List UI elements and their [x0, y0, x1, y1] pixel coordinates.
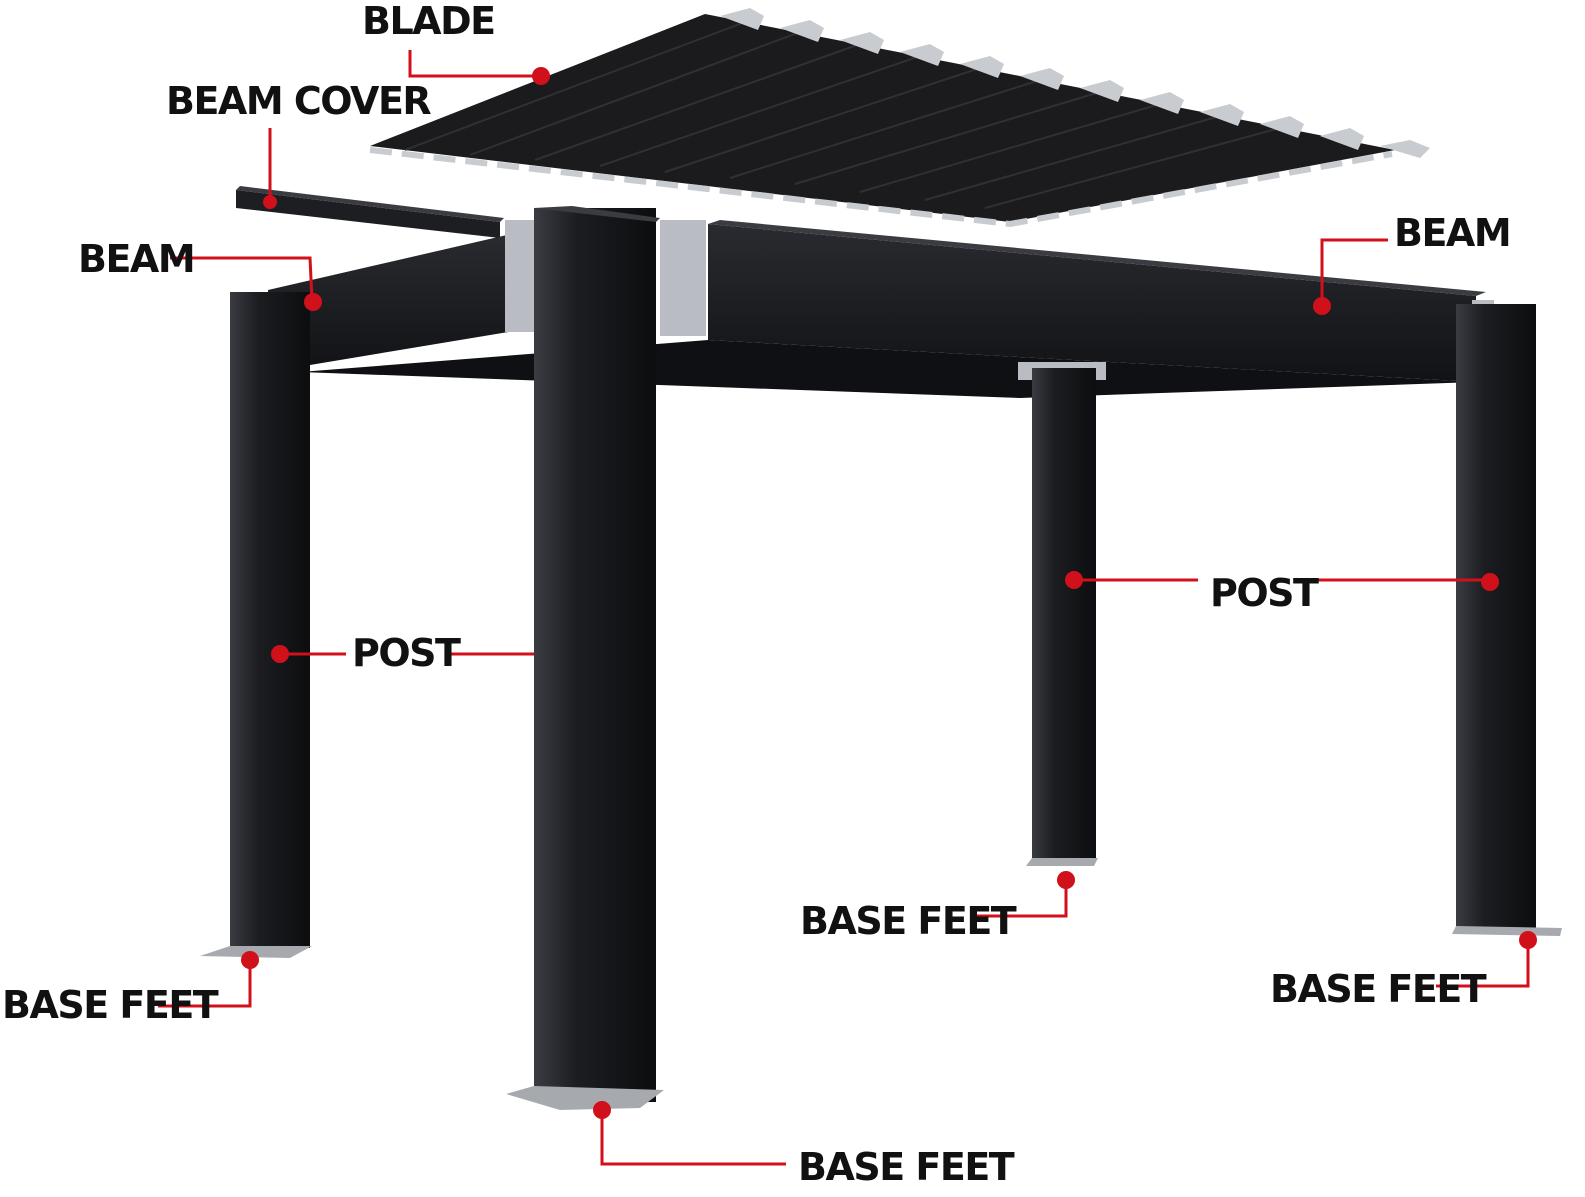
red-dot-icon: [1065, 571, 1083, 589]
beam-brackets: [252, 220, 1494, 380]
leader-beam-left: [170, 256, 314, 301]
label-blade: BLADE: [362, 0, 495, 43]
leader-lines: [158, 50, 1530, 1166]
red-dot-icon: [271, 645, 289, 663]
leader-beam-right: [1320, 238, 1388, 304]
label-beam-cover: BEAM COVER: [166, 79, 431, 123]
red-dot-icon: [263, 195, 277, 209]
beam-cover: [236, 186, 504, 238]
base-plate-front: [506, 1086, 664, 1110]
label-post-right: POST: [1210, 571, 1319, 615]
leader-base-right: [1436, 940, 1530, 988]
blade-assembly: [369, 8, 1430, 228]
red-dot-icon: [304, 293, 322, 311]
leader-base-left: [158, 960, 252, 1008]
bracket-front-right: [660, 220, 706, 336]
label-beam-left: BEAM: [78, 237, 194, 281]
red-dot-icon: [1313, 297, 1331, 315]
base-plate-right: [1452, 926, 1562, 936]
blade-end-profiles: [720, 8, 1430, 158]
beam-right-front: [708, 220, 1486, 382]
post-front: [534, 206, 660, 1102]
red-dot-icon: [593, 1101, 611, 1119]
red-dot-icon: [1519, 931, 1537, 949]
post-back-middle: [1032, 368, 1096, 862]
post-back-right: [1456, 304, 1536, 928]
label-beam-right: BEAM: [1394, 211, 1510, 255]
bracket-front-left: [505, 220, 539, 332]
post-back-left: [230, 292, 310, 948]
red-dot-icon: [241, 951, 259, 969]
base-plate-left: [200, 946, 312, 958]
label-base-feet-left: BASE FEET: [2, 983, 219, 1027]
base-plates: [200, 858, 1562, 1110]
red-dot-icon: [1057, 871, 1075, 889]
label-base-feet-right: BASE FEET: [1270, 967, 1487, 1011]
red-dot-icon: [532, 67, 550, 85]
labels: BLADE BEAM COVER BEAM BEAM POST POST BAS…: [2, 0, 1512, 1189]
label-post-left: POST: [352, 631, 461, 675]
beam-left-side: [268, 232, 520, 372]
leader-base-front: [600, 1110, 786, 1166]
blade-seam-lines: [404, 21, 1281, 209]
leader-blade: [408, 50, 540, 78]
markers: [241, 67, 1537, 1119]
label-base-feet-front: BASE FEET: [798, 1145, 1015, 1189]
leader-base-mid: [970, 880, 1068, 918]
label-base-feet-mid: BASE FEET: [800, 899, 1017, 943]
blade-front-edge: [369, 147, 1393, 228]
base-plate-mid: [1026, 858, 1098, 866]
red-dot-icon: [1481, 573, 1499, 591]
